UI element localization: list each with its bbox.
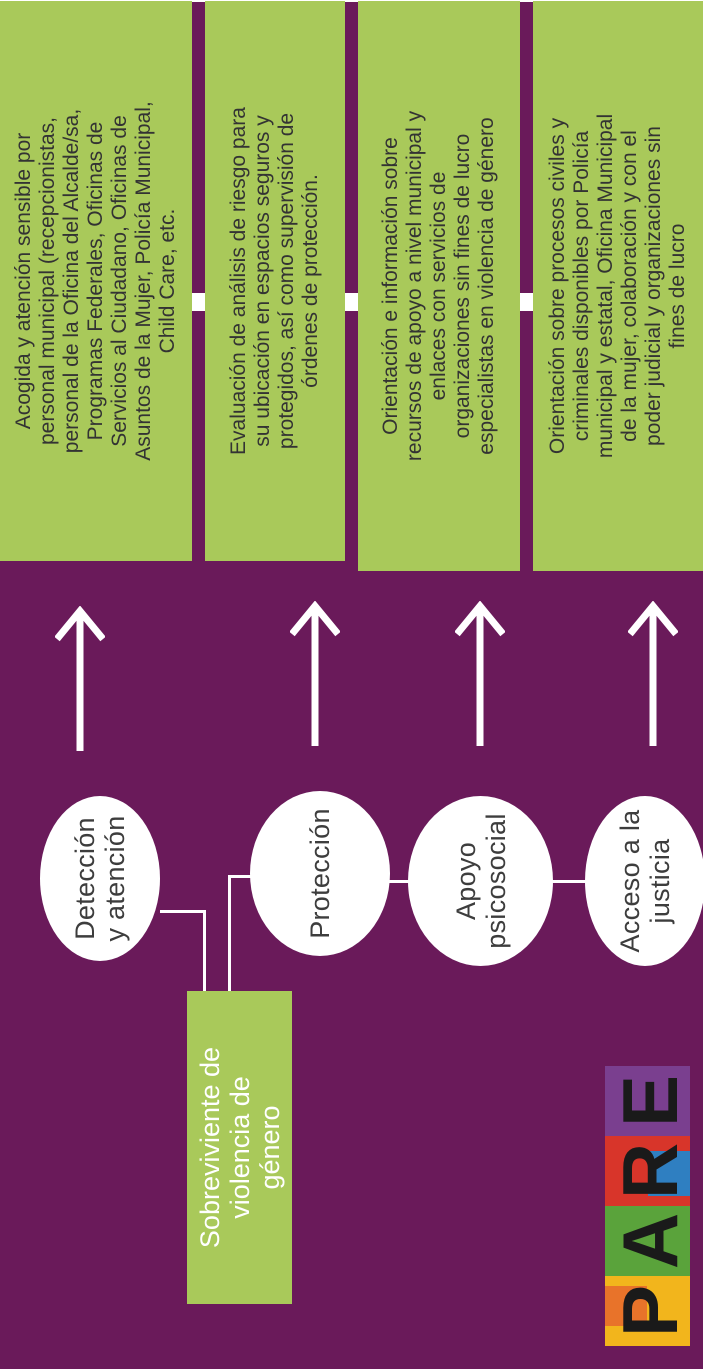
description-deteccion-line-1: Acogida y atención sensible por bbox=[12, 132, 35, 430]
connector-vertical-1 bbox=[160, 910, 206, 913]
connector-trunk-2 bbox=[228, 876, 231, 991]
step-label-justicia-2: justicia bbox=[645, 838, 675, 924]
description-deteccion-line-2: personal municipal (recepcionistas, bbox=[36, 117, 59, 445]
step-label-apoyo-2: psicosocial bbox=[480, 813, 511, 949]
description-box-apoyo: Orientación e información sobre recursos… bbox=[358, 1, 520, 571]
step-label-deteccion-2: y atención bbox=[100, 815, 130, 942]
pare-logo-letter-a: A bbox=[606, 1213, 690, 1269]
description-justicia-line-1: Orientación sobre procesos civiles y bbox=[546, 117, 569, 455]
step-label-deteccion-1: Detección bbox=[70, 817, 100, 940]
separator-bar bbox=[345, 293, 358, 311]
connector-trunk-1 bbox=[203, 911, 206, 991]
description-justicia-line-4: de la mujer, colaboración y con el bbox=[618, 130, 641, 442]
description-deteccion-line-7: Child Care, etc. bbox=[156, 208, 179, 354]
arrow-right-icon bbox=[455, 601, 505, 746]
description-deteccion-line-6: Asuntos de la Mujer, Policía Municipal, bbox=[132, 101, 155, 461]
description-justicia-line-6: fines de lucro bbox=[666, 223, 689, 349]
pare-logo-letter-p: P bbox=[606, 1285, 690, 1337]
connector-ellipse-4 bbox=[548, 880, 588, 883]
step-label-apoyo-1: Apoyo bbox=[450, 841, 481, 921]
separator-bar bbox=[520, 293, 533, 311]
step-ellipse-justicia: Acceso a la justicia bbox=[585, 796, 703, 966]
step-ellipse-deteccion: Detección y atención bbox=[40, 796, 160, 961]
pare-logo-letter-r: R bbox=[606, 1143, 690, 1199]
description-deteccion-line-5: Servicios al Ciudadano, Oficinas de bbox=[108, 115, 131, 447]
description-deteccion-line-4: Programas Federales, Oficinas de bbox=[84, 121, 107, 441]
step-ellipse-proteccion: Protección bbox=[250, 791, 390, 956]
description-proteccion-line-4: órdenes de protección. bbox=[299, 174, 322, 388]
pare-logo-letter-e: E bbox=[606, 1075, 690, 1127]
arrow-right-icon bbox=[290, 601, 340, 746]
description-box-proteccion: Evaluación de análisis de riesgo para su… bbox=[205, 1, 345, 561]
description-justicia-line-3: municipal y estatal, Oficina Municipal bbox=[594, 113, 617, 459]
survivor-box: Sobreviviente de violencia de género bbox=[187, 991, 292, 1304]
description-deteccion-line-3: personal de la Oficina del Alcalde/sa, bbox=[60, 108, 83, 454]
survivor-line-3: género bbox=[254, 1105, 285, 1190]
survivor-line-1: Sobreviviente de bbox=[194, 1046, 225, 1249]
description-proteccion-line-3: protegidos, así como supervisión de bbox=[275, 112, 298, 450]
description-box-deteccion: Acogida y atención sensible por personal… bbox=[0, 1, 192, 561]
description-apoyo-line-4: organizaciones sin fines de lucro bbox=[451, 133, 474, 439]
description-proteccion-line-2: su ubicación en espacios seguros y bbox=[251, 115, 274, 447]
step-ellipse-apoyo: Apoyo psicosocial bbox=[408, 796, 553, 966]
description-justicia-line-5: poder judicial y organizaciones sin bbox=[642, 126, 665, 446]
step-label-proteccion: Protección bbox=[305, 808, 335, 939]
description-justicia-line-2: criminales disponibles por Policía bbox=[570, 130, 593, 442]
description-apoyo-line-5: especialistas en violencia de género bbox=[475, 117, 498, 455]
description-apoyo-line-1: Orientación e información sobre bbox=[379, 137, 402, 435]
separator-bar bbox=[192, 293, 205, 311]
description-apoyo-line-3: enlaces con servicios de bbox=[427, 171, 450, 401]
description-proteccion-line-1: Evaluación de análisis de riesgo para bbox=[227, 107, 250, 455]
step-label-justicia-1: Acceso a la bbox=[615, 809, 645, 953]
arrow-right-icon bbox=[628, 601, 678, 746]
pare-logo: P A R E bbox=[605, 1066, 690, 1346]
description-box-justicia: Orientación sobre procesos civiles y cri… bbox=[533, 1, 703, 571]
survivor-line-2: violencia de bbox=[224, 1076, 255, 1219]
arrow-right-icon bbox=[55, 606, 105, 751]
description-apoyo-line-2: recursos de apoyo a nivel municipal y bbox=[403, 110, 426, 462]
